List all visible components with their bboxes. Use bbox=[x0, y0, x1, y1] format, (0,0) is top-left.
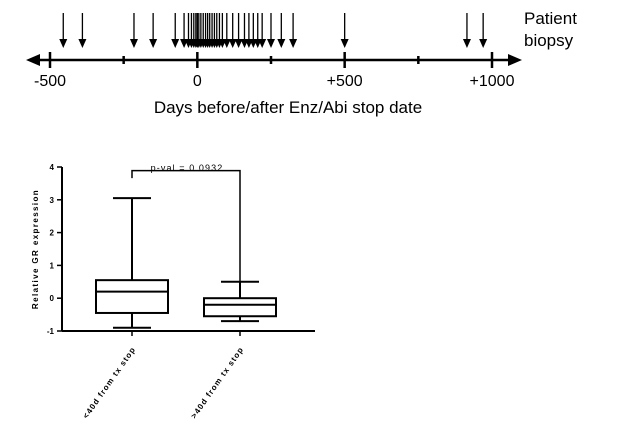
box-plot-y-tick-label: 2 bbox=[50, 229, 55, 238]
box-plot-y-tick-label: 0 bbox=[50, 294, 55, 303]
timeline-tick-label: -500 bbox=[34, 73, 66, 90]
box-plot-y-tick-label: 4 bbox=[50, 163, 55, 172]
timeline-chart: Patient biopsy Days before/after Enz/Abi… bbox=[26, 9, 577, 117]
box-plot-chart: Relative GR expression p-val = 0.0932 -1… bbox=[31, 163, 315, 420]
timeline-tick-label: 0 bbox=[193, 73, 202, 90]
box-plot-category-label: <40d from tx stop bbox=[81, 345, 137, 420]
p-value-annotation: p-val = 0.0932 bbox=[151, 163, 224, 173]
legend-label-line1: Patient bbox=[524, 9, 577, 28]
box-plot-y-tick-label: -1 bbox=[47, 327, 55, 336]
timeline-arrow-right bbox=[508, 54, 522, 66]
biopsy-arrow-head bbox=[171, 39, 180, 48]
biopsy-arrow-head bbox=[479, 39, 488, 48]
timeline-arrow-left bbox=[26, 54, 40, 66]
timeline-tick-label: +1000 bbox=[470, 73, 515, 90]
biopsy-arrow-head bbox=[78, 39, 87, 48]
box-plot-y-tick-label: 3 bbox=[50, 196, 55, 205]
box-plot-category-label: >40d from tx stop bbox=[189, 345, 245, 420]
biopsy-arrow-head bbox=[267, 39, 275, 48]
significance-bracket bbox=[131, 169, 241, 282]
biopsy-arrow-head bbox=[149, 39, 158, 48]
biopsy-arrow-head bbox=[258, 39, 267, 48]
timeline-x-label: Days before/after Enz/Abi stop date bbox=[154, 98, 422, 117]
legend-label-line2: biopsy bbox=[524, 31, 574, 50]
biopsy-arrow-head bbox=[289, 39, 298, 48]
box-plot-y-label: Relative GR expression bbox=[31, 189, 40, 309]
biopsy-arrow-head bbox=[277, 39, 286, 48]
box-plot-y-tick-label: 1 bbox=[50, 261, 55, 270]
biopsy-arrow-head bbox=[222, 39, 231, 48]
biopsy-arrow-head bbox=[129, 39, 138, 48]
biopsy-arrow-head bbox=[59, 39, 68, 48]
biopsy-arrow-head bbox=[228, 39, 237, 48]
biopsy-arrow-head bbox=[340, 39, 349, 48]
biopsy-arrow-head bbox=[462, 39, 471, 48]
box-iqr bbox=[203, 297, 277, 318]
box-iqr bbox=[95, 279, 169, 314]
timeline-tick-label: +500 bbox=[327, 73, 363, 90]
biopsy-arrow-head bbox=[234, 39, 243, 48]
